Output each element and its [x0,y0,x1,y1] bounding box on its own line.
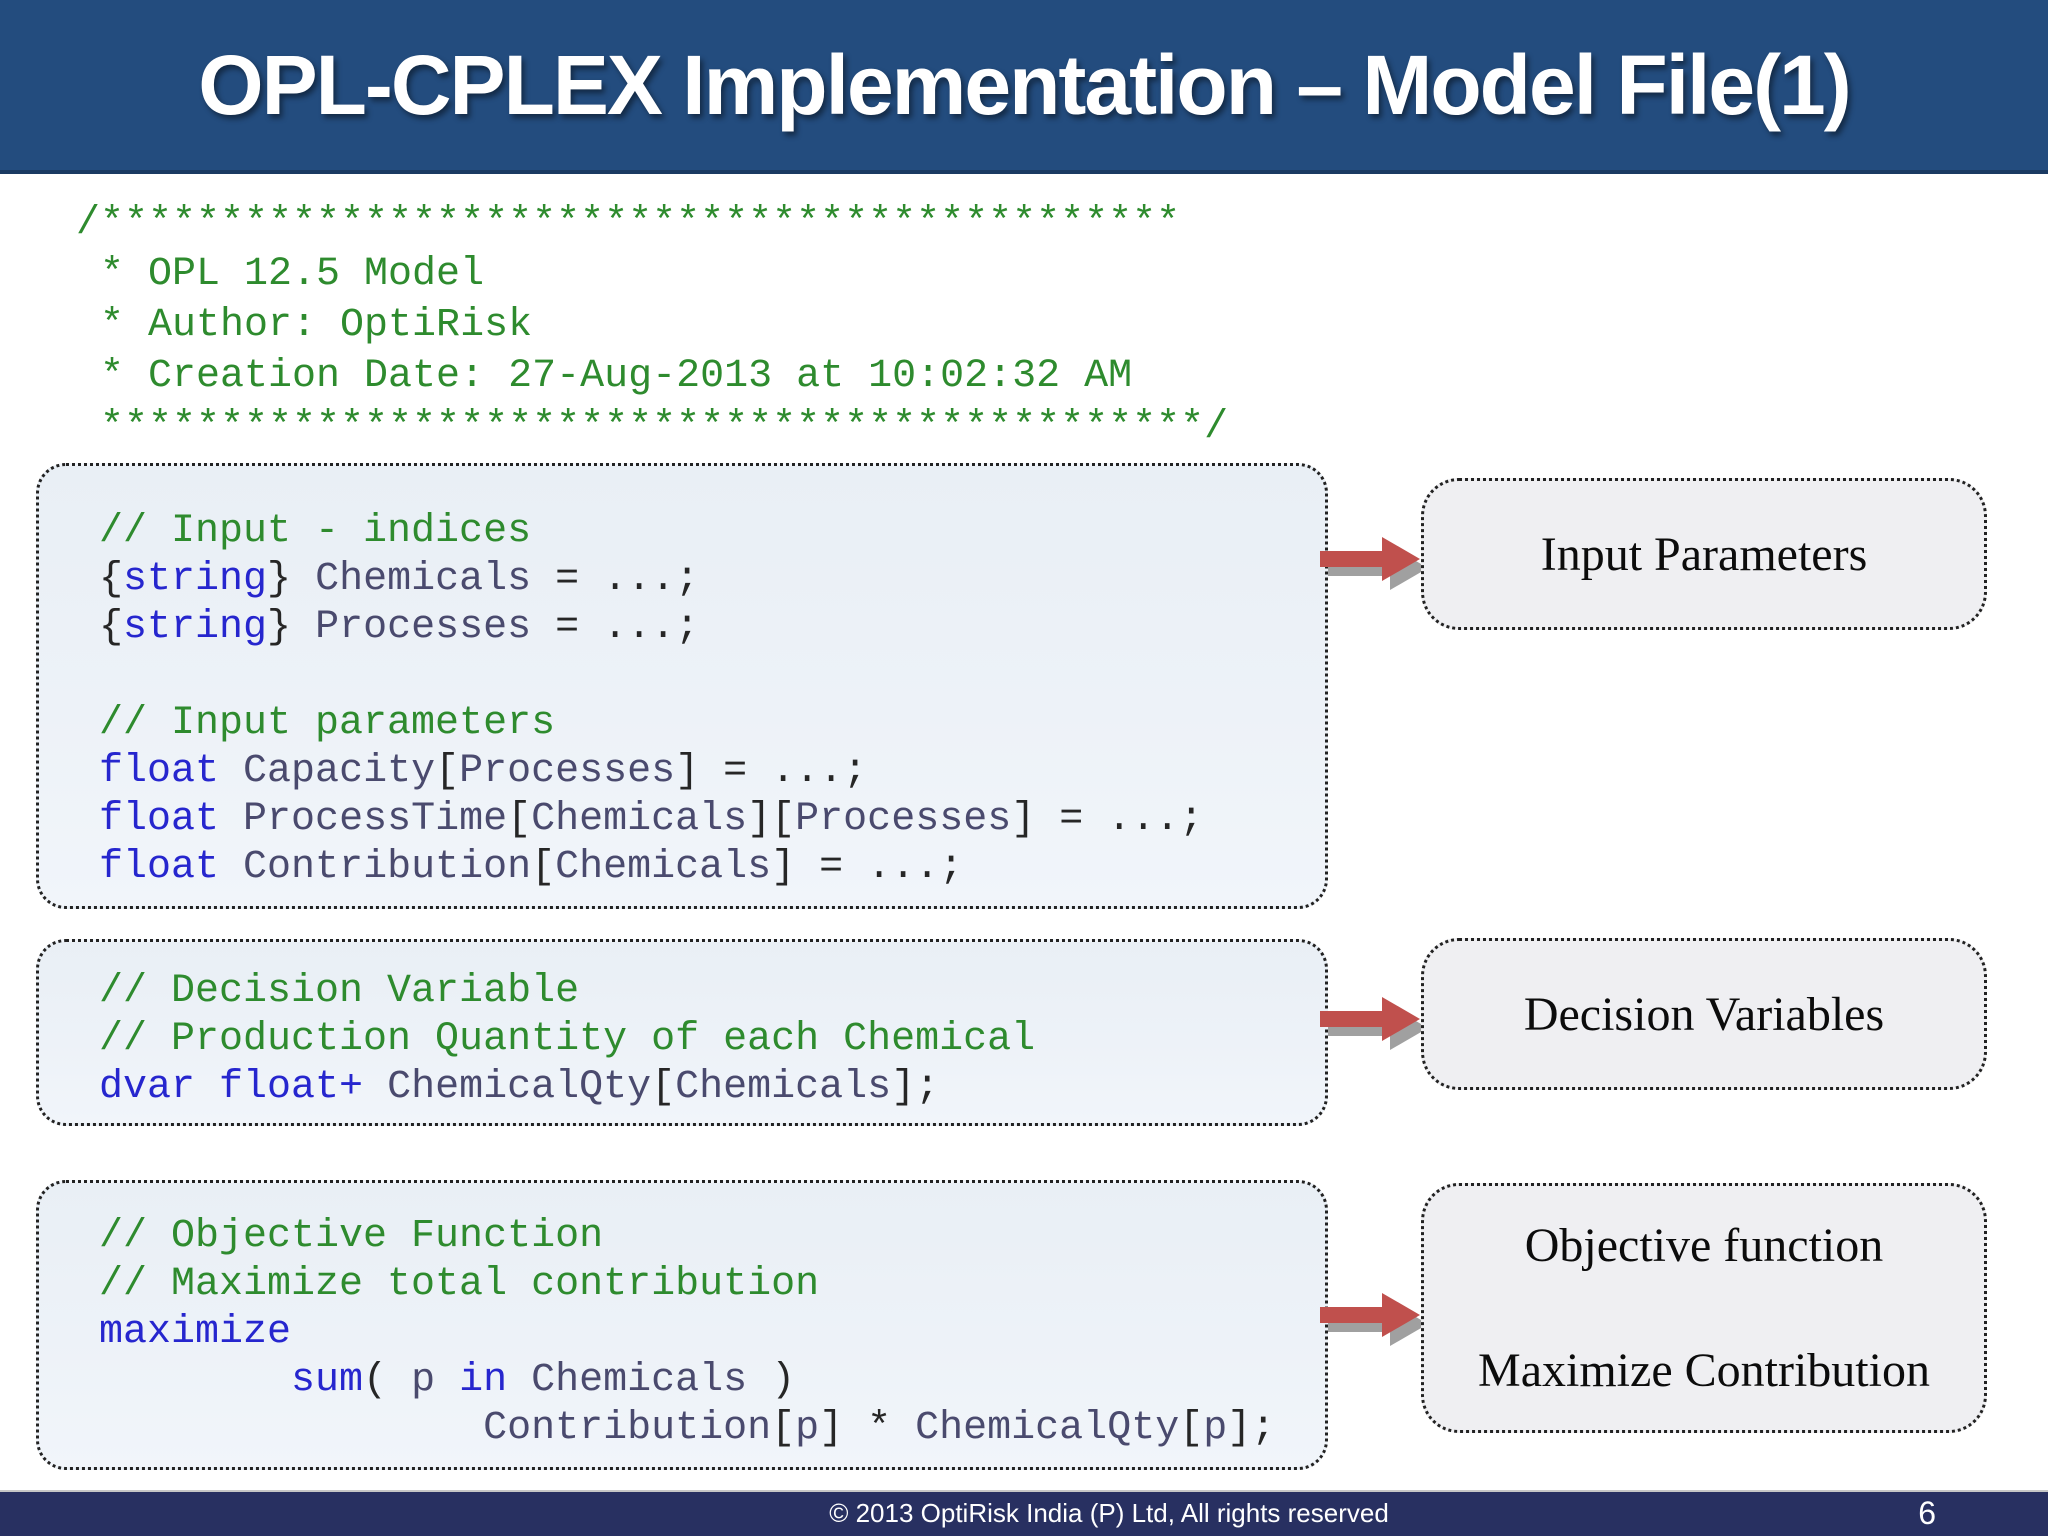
code-line: // Decision Variable [99,969,580,1014]
text-line: * Author: OptiRisk [76,303,533,348]
text-line: * Creation Date: 27-Aug-2013 at 10:02:32… [76,354,1133,399]
code-line: {string} Chemicals = ...; [99,557,700,602]
arrow-icon [1320,1283,1432,1355]
text-line: * OPL 12.5 Model [76,252,485,297]
model-file-header-comment: /***************************************… [76,198,1228,453]
code-box-objective-function: // Objective Function// Maximize total c… [36,1180,1328,1470]
copyright-text: © 2013 OptiRisk India (P) Ltd, All right… [829,1498,1389,1528]
code-line: float Capacity[Processes] = ...; [99,749,868,794]
text-line: Input Parameters [1540,527,1868,581]
code-line: // Input - indices [99,509,532,554]
arrow-icon [1320,987,1432,1059]
text-line: Decision Variables [1523,987,1885,1041]
code-line: Contribution[p] * ChemicalQty[p]; [483,1406,1276,1451]
text-line: Objective function [1524,1219,1884,1272]
text-line: Maximize Contribution [1478,1344,1930,1397]
label-box-input-parameters: Input Parameters [1421,478,1987,630]
footer-bar: © 2013 OptiRisk India (P) Ltd, All right… [0,1490,2048,1536]
code-line: sum( p in Chemicals ) [291,1358,796,1403]
code-line: // Objective Function [99,1214,604,1259]
code-box-decision-variable: // Decision Variable// Production Quanti… [36,939,1328,1126]
code-line: float ProcessTime[Chemicals][Processes] … [99,797,1204,842]
code-line: maximize [99,1310,292,1355]
code-line: // Maximize total contribution [99,1262,820,1307]
slide-title: OPL-CPLEX Implementation – Model File(1) [198,37,1852,132]
text-line: /***************************************… [76,201,1181,246]
label-box-decision-variables: Decision Variables [1421,938,1987,1090]
text-line: ****************************************… [76,405,1229,450]
code-line: dvar float+ ChemicalQty[Chemicals]; [99,1065,940,1110]
code-line: // Input parameters [99,701,556,746]
title-bar: OPL-CPLEX Implementation – Model File(1) [0,0,2048,174]
code-line: float Contribution[Chemicals] = ...; [99,845,964,890]
code-box-input-parameters: // Input - indices{string} Chemicals = .… [36,463,1328,909]
code-line [99,652,1325,700]
code-line: {string} Processes = ...; [99,605,700,650]
page-number: 6 [1918,1495,1936,1531]
code-line: // Production Quantity of each Chemical [99,1017,1036,1062]
arrow-icon [1320,527,1432,599]
